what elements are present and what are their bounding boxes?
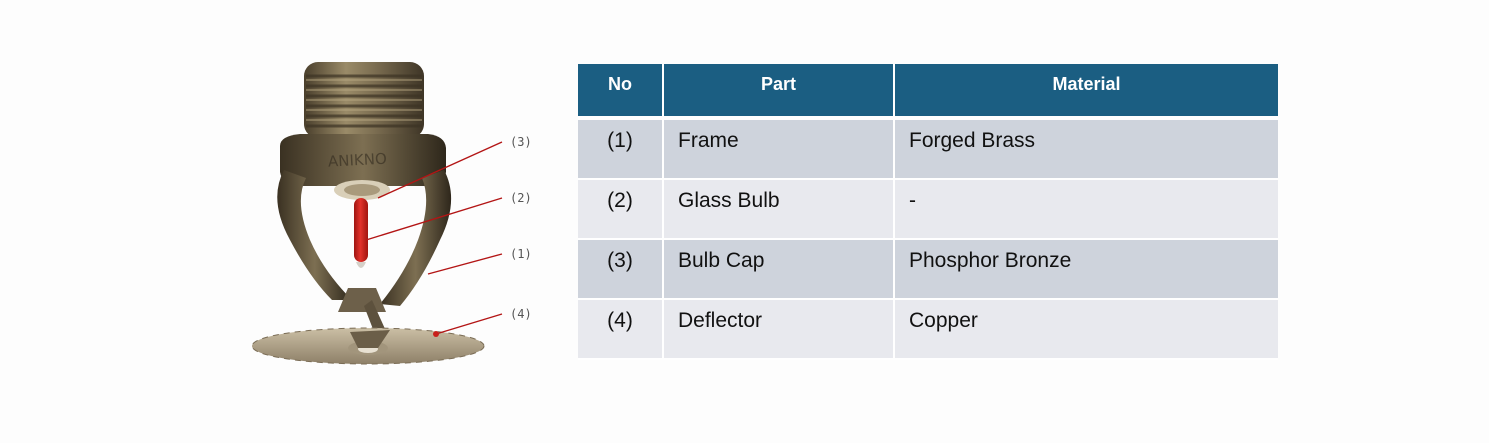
frame-body: ANIKNO bbox=[277, 134, 452, 342]
deflector bbox=[251, 327, 485, 365]
cell-no: (3) bbox=[578, 240, 664, 300]
table-row: (4) Deflector Copper bbox=[578, 300, 1278, 360]
cell-no: (2) bbox=[578, 180, 664, 240]
table-row: (1) Frame Forged Brass bbox=[578, 120, 1278, 180]
cell-part: Glass Bulb bbox=[664, 180, 895, 240]
cell-material: Phosphor Bronze bbox=[895, 240, 1278, 300]
cell-part: Bulb Cap bbox=[664, 240, 895, 300]
header-part: Part bbox=[664, 64, 895, 120]
callout-4: (4) bbox=[510, 307, 532, 321]
svg-text:ANIKNO: ANIKNO bbox=[328, 150, 388, 171]
parts-table: No Part Material (1) Frame Forged Brass … bbox=[578, 64, 1278, 360]
glass-bulb bbox=[354, 198, 368, 268]
header-row: No Part Material bbox=[578, 64, 1278, 120]
thread-section bbox=[304, 62, 424, 138]
cell-no: (1) bbox=[578, 120, 664, 180]
callout-3: (3) bbox=[510, 135, 532, 149]
table-row: (3) Bulb Cap Phosphor Bronze bbox=[578, 240, 1278, 300]
table-row: (2) Glass Bulb - bbox=[578, 180, 1278, 240]
cell-material: Copper bbox=[895, 300, 1278, 360]
callout-1: (1) bbox=[510, 247, 532, 261]
cell-material: Forged Brass bbox=[895, 120, 1278, 180]
cell-part: Deflector bbox=[664, 300, 895, 360]
header-material: Material bbox=[895, 64, 1278, 120]
cell-material: - bbox=[895, 180, 1278, 240]
cell-part: Frame bbox=[664, 120, 895, 180]
sprinkler-illustration: ANIKNO bbox=[251, 62, 532, 365]
sprinkler-figure: ANIKNO bbox=[240, 50, 550, 380]
callout-2: (2) bbox=[510, 191, 532, 205]
leader-lines bbox=[365, 141, 503, 335]
cell-no: (4) bbox=[578, 300, 664, 360]
header-no: No bbox=[578, 64, 664, 120]
